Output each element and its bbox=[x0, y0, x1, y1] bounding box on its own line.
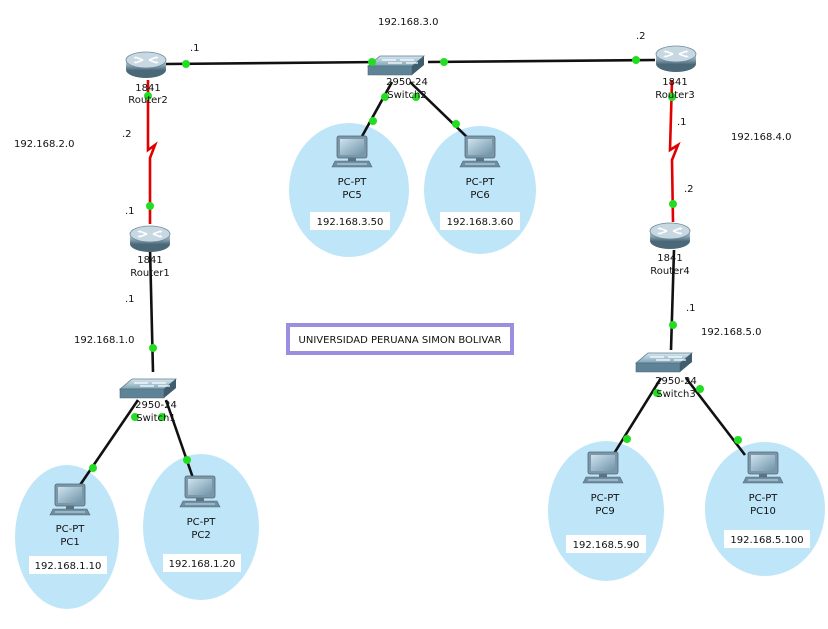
pc9-name: PC9 bbox=[595, 506, 614, 517]
serial-r3-r4 bbox=[668, 79, 681, 223]
port-dot bbox=[440, 58, 448, 66]
iface-r3-top: .2 bbox=[636, 31, 646, 42]
port-dot bbox=[668, 93, 676, 101]
pc2-type: PC-PT bbox=[187, 517, 217, 528]
port-dot bbox=[182, 60, 190, 68]
router3-model: 1841 bbox=[662, 77, 687, 88]
port-dot bbox=[183, 456, 191, 464]
link-r1-sw1 bbox=[148, 247, 155, 373]
switch3-model: 2950-24 bbox=[655, 376, 697, 387]
port-dot bbox=[89, 464, 97, 472]
pc5-ip: 192.168.3.50 bbox=[317, 217, 384, 228]
link-sw3-pc9 bbox=[608, 377, 663, 461]
pc9-type: PC-PT bbox=[591, 493, 621, 504]
iface-r1-bottom: .1 bbox=[125, 294, 135, 305]
pc9-ip: 192.168.5.90 bbox=[573, 540, 640, 551]
serial-links bbox=[146, 79, 681, 224]
switch3[interactable] bbox=[635, 352, 693, 373]
pc1-type: PC-PT bbox=[56, 524, 86, 535]
port-dot bbox=[149, 344, 157, 352]
router2-model: 1841 bbox=[135, 83, 160, 94]
pc6-ip: 192.168.3.60 bbox=[447, 217, 514, 228]
network-label-5: 192.168.5.0 bbox=[701, 327, 761, 338]
port-dot bbox=[669, 321, 677, 329]
link-sw2-pc5 bbox=[358, 81, 394, 141]
iface-r2-bottom: .2 bbox=[122, 129, 132, 140]
title-note: UNIVERSIDAD PERUANA SIMON BOLIVAR bbox=[286, 323, 514, 355]
pc10-type: PC-PT bbox=[749, 493, 779, 504]
pc5-type: PC-PT bbox=[338, 177, 368, 188]
router3-name: Router3 bbox=[655, 90, 695, 101]
switch3-name: Switch3 bbox=[656, 389, 695, 400]
iface-r1-top: .1 bbox=[125, 206, 135, 217]
router1-model: 1841 bbox=[137, 255, 162, 266]
link-r4-sw3 bbox=[669, 249, 676, 351]
pc2-name: PC2 bbox=[191, 530, 210, 541]
port-dot bbox=[696, 385, 704, 393]
title-text: UNIVERSIDAD PERUANA SIMON BOLIVAR bbox=[299, 335, 502, 346]
switch1[interactable] bbox=[119, 378, 177, 399]
link-sw2-pc6 bbox=[409, 81, 471, 141]
pc1-name: PC1 bbox=[60, 537, 79, 548]
router4-model: 1841 bbox=[657, 253, 682, 264]
port-dot bbox=[653, 389, 661, 397]
network-label-2: 192.168.2.0 bbox=[14, 139, 74, 150]
iface-r4-bottom: .1 bbox=[686, 303, 696, 314]
network-label-1: 192.168.1.0 bbox=[74, 335, 134, 346]
router1-name: Router1 bbox=[130, 268, 170, 279]
network-label-3: 192.168.3.0 bbox=[378, 17, 438, 28]
port-dot bbox=[144, 92, 152, 100]
pc10-name: PC10 bbox=[750, 506, 776, 517]
switch2[interactable] bbox=[367, 55, 425, 76]
switch1-model: 2950-24 bbox=[135, 400, 177, 411]
link-sw1-pc2 bbox=[164, 399, 195, 479]
port-indicators bbox=[89, 56, 742, 472]
port-dot bbox=[632, 56, 640, 64]
pc6-name: PC6 bbox=[470, 190, 489, 201]
port-dot bbox=[412, 93, 420, 101]
port-dot bbox=[381, 93, 389, 101]
pc10[interactable] bbox=[742, 451, 784, 484]
port-dot bbox=[369, 117, 377, 125]
switch2-name: Switch2 bbox=[387, 90, 426, 101]
port-dot bbox=[669, 200, 677, 208]
port-dot bbox=[623, 435, 631, 443]
iface-r2-top: .1 bbox=[190, 43, 200, 54]
pc9[interactable] bbox=[582, 451, 624, 484]
link-sw1-pc1 bbox=[76, 399, 140, 489]
port-dot bbox=[146, 202, 154, 210]
port-dot bbox=[368, 58, 376, 66]
iface-r3-bottom: .1 bbox=[677, 117, 687, 128]
pc10-ip: 192.168.5.100 bbox=[730, 535, 803, 546]
pc6-type: PC-PT bbox=[466, 177, 496, 188]
network-label-4: 192.168.4.0 bbox=[731, 132, 791, 143]
router2[interactable] bbox=[125, 51, 167, 79]
router4-name: Router4 bbox=[650, 266, 690, 277]
pc2-ip: 192.168.1.20 bbox=[169, 559, 236, 570]
switch2-model: 2950-24 bbox=[386, 77, 428, 88]
port-dot bbox=[131, 413, 139, 421]
port-dot bbox=[734, 436, 742, 444]
pc5[interactable] bbox=[331, 135, 373, 168]
switch1-name: Switch1 bbox=[136, 413, 175, 424]
pc1-ip: 192.168.1.10 bbox=[35, 561, 102, 572]
serial-r2-r1 bbox=[146, 80, 158, 224]
port-dot bbox=[452, 120, 460, 128]
pc5-name: PC5 bbox=[342, 190, 361, 201]
iface-r4-top: .2 bbox=[684, 184, 694, 195]
pc1[interactable] bbox=[49, 483, 91, 516]
pc2[interactable] bbox=[179, 475, 221, 508]
link-r2-sw2 bbox=[165, 60, 383, 66]
router1[interactable] bbox=[129, 225, 171, 253]
ethernet-links bbox=[76, 58, 747, 489]
pc6[interactable] bbox=[459, 135, 501, 168]
router4[interactable] bbox=[649, 222, 691, 250]
router3[interactable] bbox=[655, 45, 697, 73]
link-sw2-r3 bbox=[427, 58, 656, 64]
router2-name: Router2 bbox=[128, 95, 168, 106]
port-dot bbox=[158, 413, 166, 421]
